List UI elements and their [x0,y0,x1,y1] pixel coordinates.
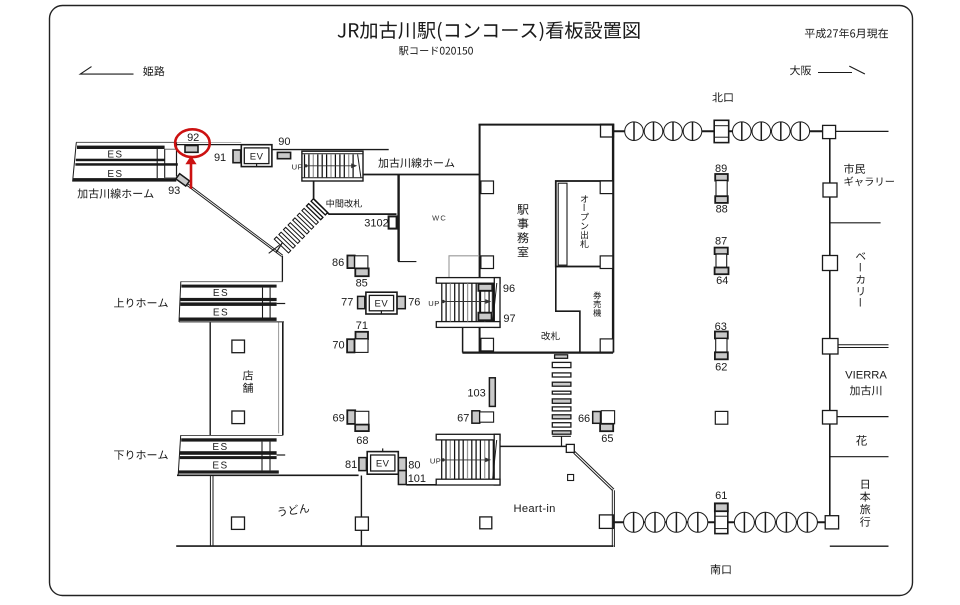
svg-text:3102: 3102 [364,217,388,229]
svg-text:67: 67 [457,412,469,424]
svg-text:UP: UP [428,299,440,308]
svg-text:62: 62 [715,362,727,374]
svg-text:WC: WC [432,213,447,222]
svg-text:ES: ES [212,442,228,453]
svg-text:76: 76 [408,297,420,309]
svg-text:96: 96 [503,283,515,295]
svg-text:UP: UP [430,456,442,465]
svg-text:ES: ES [213,288,229,299]
svg-text:91: 91 [214,152,226,164]
svg-text:92: 92 [187,132,199,144]
svg-text:88: 88 [716,204,728,216]
svg-text:ES: ES [213,307,229,318]
svg-text:69: 69 [333,413,345,425]
svg-text:81: 81 [345,459,357,471]
svg-text:61: 61 [715,490,727,502]
svg-text:77: 77 [341,297,353,309]
svg-text:65: 65 [601,433,613,445]
svg-text:103: 103 [467,387,485,399]
svg-text:89: 89 [715,163,727,175]
svg-text:85: 85 [356,277,368,289]
svg-text:80: 80 [408,459,420,471]
svg-text:Heart-in: Heart-in [513,503,555,515]
svg-text:86: 86 [332,257,344,269]
svg-text:EV: EV [375,298,389,309]
svg-text:EV: EV [376,458,390,469]
svg-text:63: 63 [715,321,727,333]
svg-text:ES: ES [107,169,123,180]
svg-text:ES: ES [107,149,123,160]
svg-text:87: 87 [715,235,727,247]
svg-text:UP: UP [292,162,304,171]
svg-text:ES: ES [212,461,228,472]
svg-text:64: 64 [716,275,728,287]
svg-text:66: 66 [578,413,590,425]
svg-text:VIERRA: VIERRA [845,370,887,382]
svg-text:EV: EV [250,152,264,163]
svg-text:71: 71 [356,320,368,332]
svg-text:68: 68 [356,435,368,447]
svg-text:93: 93 [168,185,180,197]
svg-text:70: 70 [332,340,344,352]
svg-text:90: 90 [278,136,290,148]
svg-text:101: 101 [408,473,426,485]
svg-text:97: 97 [503,313,515,325]
